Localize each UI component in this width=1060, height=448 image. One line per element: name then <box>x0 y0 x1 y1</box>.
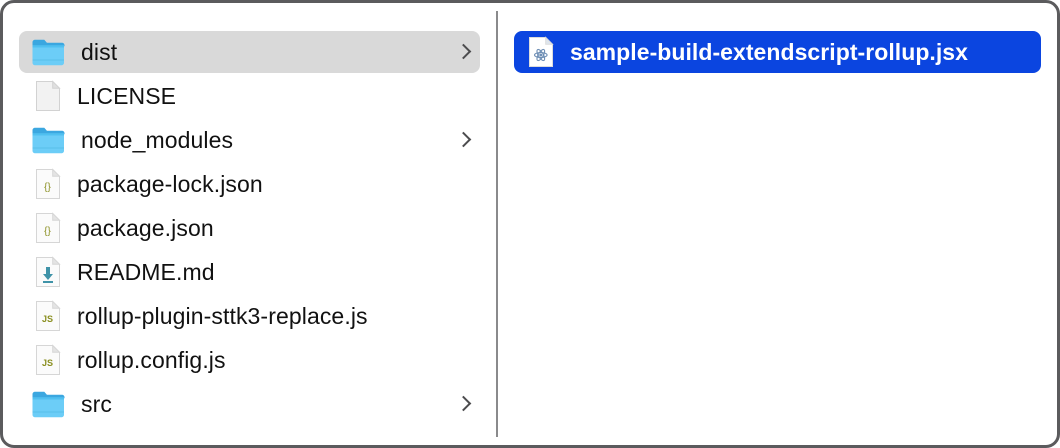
chevron-right-icon <box>456 129 470 151</box>
json-file-icon: {} <box>35 212 61 244</box>
list-item-label: rollup-plugin-sttk3-replace.js <box>77 302 368 329</box>
file-browser-column-1[interactable]: dist LICENSE <box>3 3 496 445</box>
svg-text:{}: {} <box>44 182 51 193</box>
js-file-icon: JS <box>35 300 61 332</box>
list-item-sample-build-extendscript-rollup-jsx[interactable]: sample-build-extendscript-rollup.jsx <box>514 31 1041 73</box>
folder-icon <box>31 389 65 419</box>
jsx-file-icon <box>528 36 554 68</box>
chevron-right-icon <box>456 41 470 63</box>
file-browser-column-2[interactable]: sample-build-extendscript-rollup.jsx <box>498 3 1057 445</box>
svg-text:{}: {} <box>44 226 51 237</box>
list-item-src[interactable]: src <box>19 383 480 425</box>
list-item-label: package.json <box>77 214 214 241</box>
document-icon <box>35 80 61 112</box>
svg-text:JS: JS <box>42 314 53 324</box>
list-item-label: dist <box>81 38 118 65</box>
list-item-package-json[interactable]: {} package.json <box>19 207 480 249</box>
json-file-icon: {} <box>35 168 61 200</box>
list-item-readme-md[interactable]: README.md <box>19 251 480 293</box>
list-item-label: rollup.config.js <box>77 346 226 373</box>
list-item-dist[interactable]: dist <box>19 31 480 73</box>
js-file-icon: JS <box>35 344 61 376</box>
chevron-right-icon <box>456 393 470 415</box>
list-item-label: README.md <box>77 258 215 285</box>
list-item-label: sample-build-extendscript-rollup.jsx <box>570 38 968 65</box>
list-item-label: src <box>81 390 112 417</box>
list-item-package-lock-json[interactable]: {} package-lock.json <box>19 163 480 205</box>
folder-icon <box>31 125 65 155</box>
list-item-rollup-config-js[interactable]: JS rollup.config.js <box>19 339 480 381</box>
list-item-label: package-lock.json <box>77 170 263 197</box>
list-item-node-modules[interactable]: node_modules <box>19 119 480 161</box>
folder-icon <box>31 37 65 67</box>
list-item-license[interactable]: LICENSE <box>19 75 480 117</box>
list-item-label: LICENSE <box>77 82 177 109</box>
svg-text:JS: JS <box>42 358 53 368</box>
markdown-file-icon <box>35 256 61 288</box>
column-browser: dist LICENSE <box>3 3 1057 445</box>
list-item-label: node_modules <box>81 126 234 153</box>
column-divider <box>496 11 498 437</box>
list-item-rollup-plugin-sttk3-replace-js[interactable]: JS rollup-plugin-sttk3-replace.js <box>19 295 480 337</box>
